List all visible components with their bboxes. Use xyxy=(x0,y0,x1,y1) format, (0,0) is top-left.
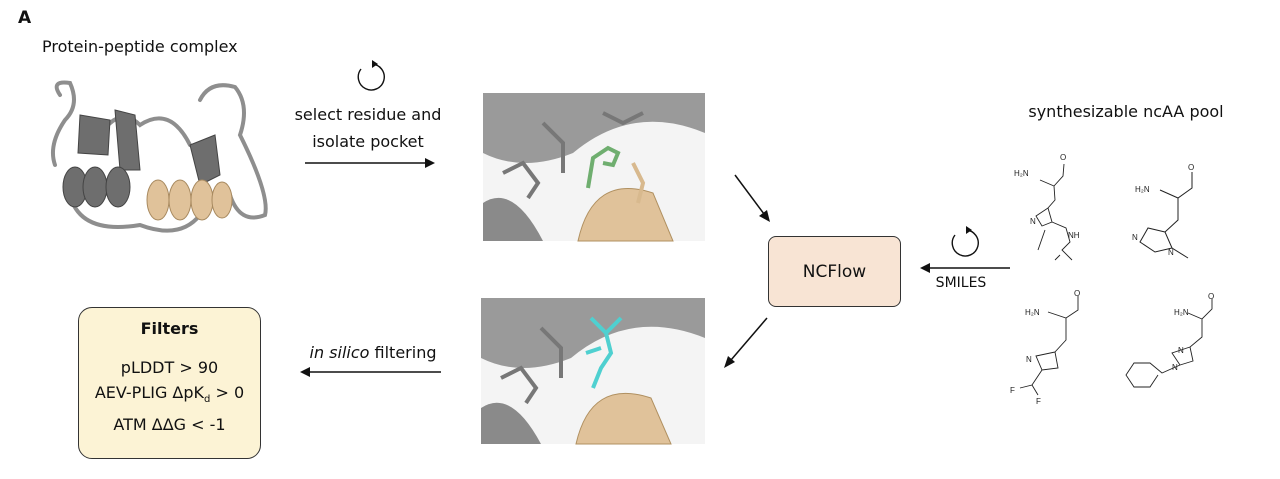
pocket-image-designed xyxy=(481,298,705,445)
arrow-right xyxy=(305,158,435,168)
arrow-left xyxy=(300,367,441,377)
atom-label: O xyxy=(1074,289,1080,298)
atom-label: H₂N xyxy=(1014,169,1029,178)
filtering-label: in silico filtering xyxy=(310,343,437,362)
filter-aev-suffix: > 0 xyxy=(210,383,245,402)
filters-box: Filters pLDDT > 90 AEV-PLIG ΔpKd > 0 ATM… xyxy=(78,307,261,459)
atom-label: F xyxy=(1036,397,1041,406)
atom-label: N xyxy=(1030,217,1036,226)
atom-label: N xyxy=(1026,355,1032,364)
atom-label: N xyxy=(1178,346,1184,355)
atom-label: O xyxy=(1208,292,1214,301)
panel-label: A xyxy=(18,8,32,28)
ncflow-box: NCFlow xyxy=(768,236,901,307)
arrow-to-ncflow xyxy=(734,174,770,222)
molecule-difluoromethylpyrazole: H₂N O N F F xyxy=(1010,289,1080,406)
molecule-boc-pyrazole: H₂N O N NH xyxy=(1014,153,1080,261)
step1-line1: select residue and xyxy=(294,105,442,124)
filter-aev-sub: d xyxy=(204,394,211,406)
arrow-from-ncflow xyxy=(724,317,768,368)
filtering-rest: filtering xyxy=(369,343,437,362)
filter-atm: ATM ΔΔG < -1 xyxy=(113,415,226,435)
cycle-icon xyxy=(357,60,385,91)
atom-label: N xyxy=(1172,363,1178,372)
ncflow-label: NCFlow xyxy=(802,261,867,282)
molecule-methylhistidine: H₂N O N N xyxy=(1132,163,1194,259)
protein-complex-image xyxy=(51,80,268,233)
smiles-label: SMILES xyxy=(935,275,987,291)
atom-label: H₂N xyxy=(1174,308,1189,317)
filter-aev-plig: AEV-PLIG ΔpKd > 0 xyxy=(79,380,260,412)
protein-title: Protein-peptide complex xyxy=(42,37,238,56)
filter-aev-text: AEV-PLIG ΔpK xyxy=(94,383,205,402)
atom-label: O xyxy=(1188,163,1194,172)
molecule-benzylhistidine: H₂N O NN xyxy=(1125,292,1214,388)
atom-label: N xyxy=(1168,248,1174,257)
filtering-italic: in silico xyxy=(309,343,370,362)
pool-title: synthesizable ncAA pool xyxy=(1028,102,1224,121)
atom-label: H₂N xyxy=(1025,308,1040,317)
atom-label: F xyxy=(1010,386,1015,395)
cycle-icon-smiles xyxy=(951,226,979,257)
atom-label: NH xyxy=(1068,231,1080,240)
filters-title: Filters xyxy=(140,319,199,338)
pocket-image-selected xyxy=(483,93,705,242)
arrow-smiles xyxy=(920,263,1010,273)
atom-label: N xyxy=(1132,233,1138,242)
atom-label: H₂N xyxy=(1135,185,1150,194)
atom-label: O xyxy=(1060,153,1066,162)
step1-line2: isolate pocket xyxy=(312,132,424,151)
filter-plddt: pLDDT > 90 xyxy=(120,358,219,377)
